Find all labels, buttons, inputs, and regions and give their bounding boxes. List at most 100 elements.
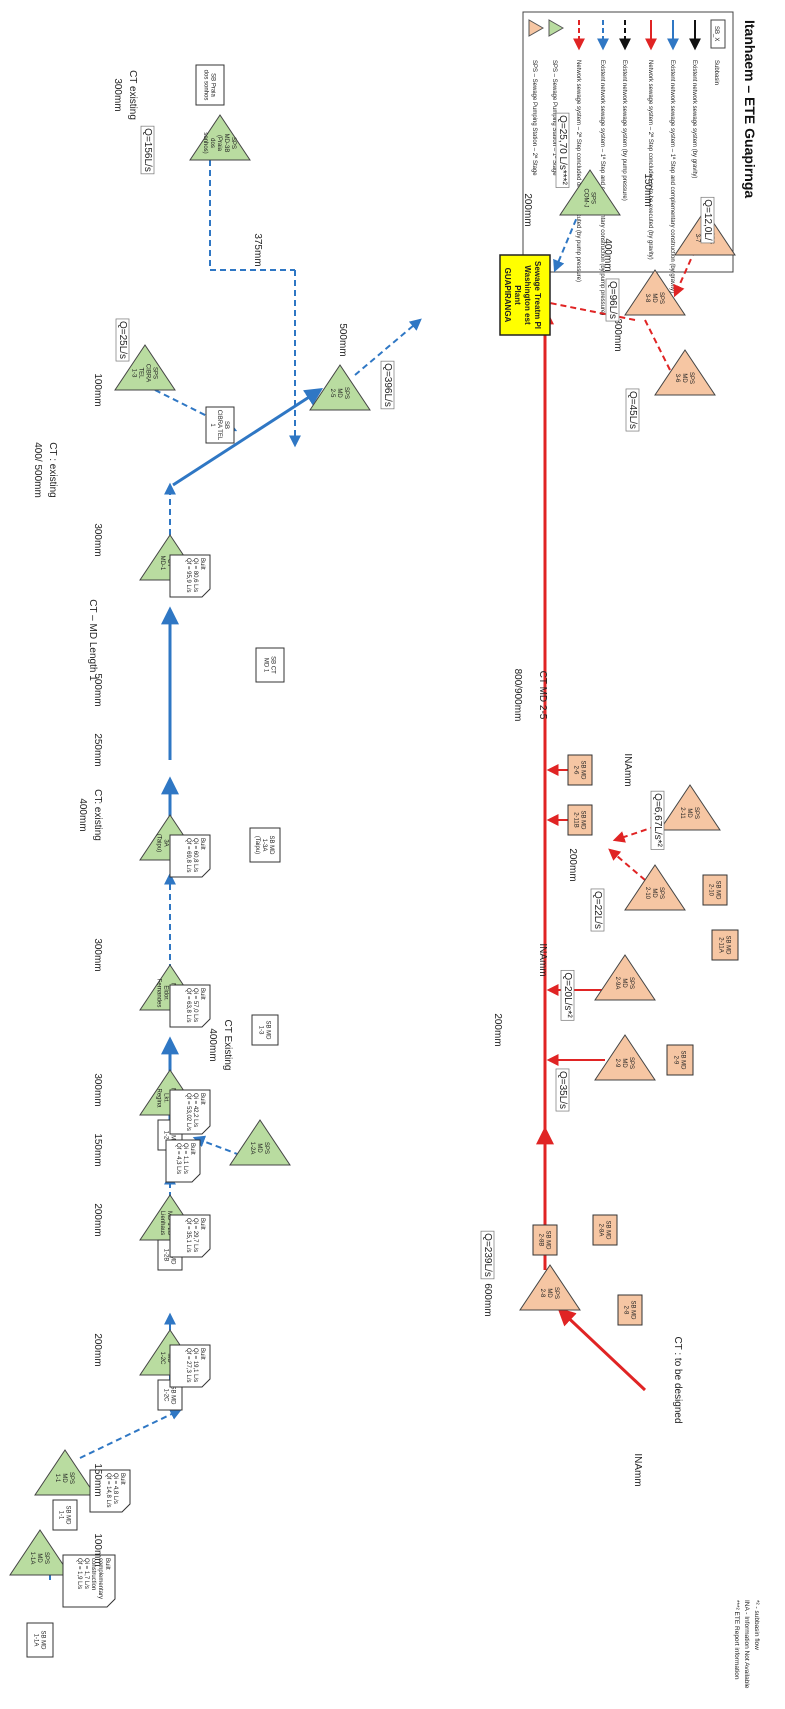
legend-sps-stage2-icon [528, 19, 545, 37]
sps-label: SPS [43, 1552, 49, 1564]
pipe-md2-5-plant [354, 318, 422, 376]
subbasin-label: 1-1 [58, 1511, 64, 1520]
sps-label: 1-3 [131, 369, 137, 378]
subbasin-sb2-8b: SB MD2-8B [532, 1224, 558, 1256]
flow-label-box [605, 278, 620, 322]
sps-triangle [309, 364, 371, 411]
sps-label: MD [256, 1143, 262, 1153]
plant-line-2: Washington est [523, 265, 532, 325]
subbasin-label: SB Praia [210, 73, 216, 97]
note-line: Qf = 69,8 L/s [185, 838, 191, 873]
subbasin-box [205, 406, 235, 444]
legend-item-6: Network sewage system – 2ª Step conclude… [575, 60, 582, 282]
subbasin-label: SB MD [265, 1020, 271, 1040]
sps-label: Lkt. [163, 1093, 169, 1103]
sps-triangle [114, 344, 176, 391]
subbasin-sb1-3a: SB MD1-3A(Taipu) [249, 827, 281, 863]
subbasin-sb1-1a: SB MD1-1A [26, 1622, 54, 1658]
flow-label-box [625, 388, 640, 432]
subbasin-box [52, 1499, 78, 1531]
sps-label: 2-5 [329, 389, 335, 398]
label-ina-b: INAmm [537, 943, 548, 976]
subbasin-label: SB MD [65, 1505, 71, 1525]
label-q96: Q=96L/s [607, 281, 618, 319]
subbasin-label: SB [223, 421, 229, 429]
flow-label-box [555, 1068, 570, 1112]
note-line: Qi = 42,2 L/s [192, 1093, 198, 1127]
sps-triangle [189, 114, 251, 161]
plant-box [499, 254, 551, 336]
sps-label: 1-1A [29, 1552, 35, 1565]
subbasin-label: 1-2 [163, 1131, 169, 1140]
label-q667: Q=6,67L/s*² [652, 793, 663, 847]
label-d150-b: 150mm [92, 1133, 103, 1166]
legend: Itanhaem – ETE Guapirnga SB_X Subbasin E… [522, 11, 758, 315]
pipe-to-md2-5 [172, 388, 324, 487]
sps-label: COM-J [583, 189, 589, 208]
label-d500-b: 500mm [337, 323, 348, 356]
sps-triangle [624, 864, 686, 911]
subbasin-label: SB MD [680, 1050, 686, 1070]
sps-label: MD [621, 1058, 627, 1068]
subbasin-sb2-9: SB MD2-9 [666, 1044, 694, 1076]
sps-label: Fernandes [156, 979, 162, 1008]
sps-label: SPS [68, 1472, 74, 1484]
label-q156: Q=156L/s [142, 128, 153, 172]
plant-line-3: Plant [513, 285, 522, 305]
sps-label: (Praia [216, 135, 222, 152]
plant-line-4: GUAPIRANGA [503, 268, 512, 323]
sps-label: CT [166, 559, 172, 567]
label-d600: 600mm [482, 1283, 493, 1316]
sps-label: MD [336, 388, 342, 398]
label-d300-e: 300mm [612, 318, 623, 351]
subbasin-label: SB MD [545, 1230, 551, 1250]
sps-label: 2-9A [614, 977, 620, 990]
legend-item-1: Existent network sewage system (by gravi… [691, 60, 697, 178]
sps-label: SPS [343, 387, 349, 399]
label-q396: Q=396L/s [382, 363, 393, 407]
label-q22: Q=22L/s [592, 891, 603, 929]
subbasin-label: 1-2B [163, 1249, 169, 1262]
sps-label: MD [61, 1473, 67, 1483]
sps-label: SPS [693, 807, 699, 819]
sps-label: MD [651, 888, 657, 898]
label-d400-500: 400/ 500mm [32, 442, 43, 498]
subbasin-label: 2-8B [538, 1234, 544, 1247]
sps-label: dos [209, 138, 215, 148]
sps-label: 2-8 [539, 1289, 545, 1298]
label-ct-md-length: CT – MD Length 1 [87, 599, 98, 681]
sps-label: SPS [658, 887, 664, 899]
treatment-plant: Sewage Treatm Pl Washington est Plant GU… [499, 254, 551, 336]
legend-subbasin-box-text: SB_X [713, 26, 719, 41]
sps-triangle [519, 1264, 581, 1311]
sps-label: SPS [628, 1057, 634, 1069]
sps-label: 2-10 [644, 887, 650, 900]
subbasin-label: 2-6 [573, 766, 579, 775]
subbasin-label: 1 [209, 423, 215, 427]
sps-label: 3-7 [694, 234, 700, 243]
label-d300-c: 300mm [92, 523, 103, 556]
subbasin-label: (Taipu) [254, 836, 260, 854]
sps-label: 3-8 [644, 294, 650, 303]
label-d500-a: 500mm [92, 673, 103, 706]
subbasin-label: 2-9 [673, 1056, 679, 1065]
subbasin-label: 1-2C [163, 1388, 169, 1402]
note-box [169, 1344, 211, 1388]
subbasin-label: 2-10 [708, 884, 714, 897]
subbasin-sb2-6: SB MD2-6 [567, 754, 593, 786]
flow-label-box [555, 112, 570, 188]
label-d200-c: 200mm [492, 1013, 503, 1046]
sps-triangle [594, 1034, 656, 1081]
note-line: Built [199, 1093, 205, 1105]
legend-item-5: Existent network sewage system – 1ª Step… [599, 60, 606, 315]
subbasin-label: CIBRA TEL [216, 410, 222, 441]
note-line: Built [189, 1143, 195, 1155]
label-d250: 250mm [92, 733, 103, 766]
subbasin-label: SB MD [268, 835, 274, 855]
